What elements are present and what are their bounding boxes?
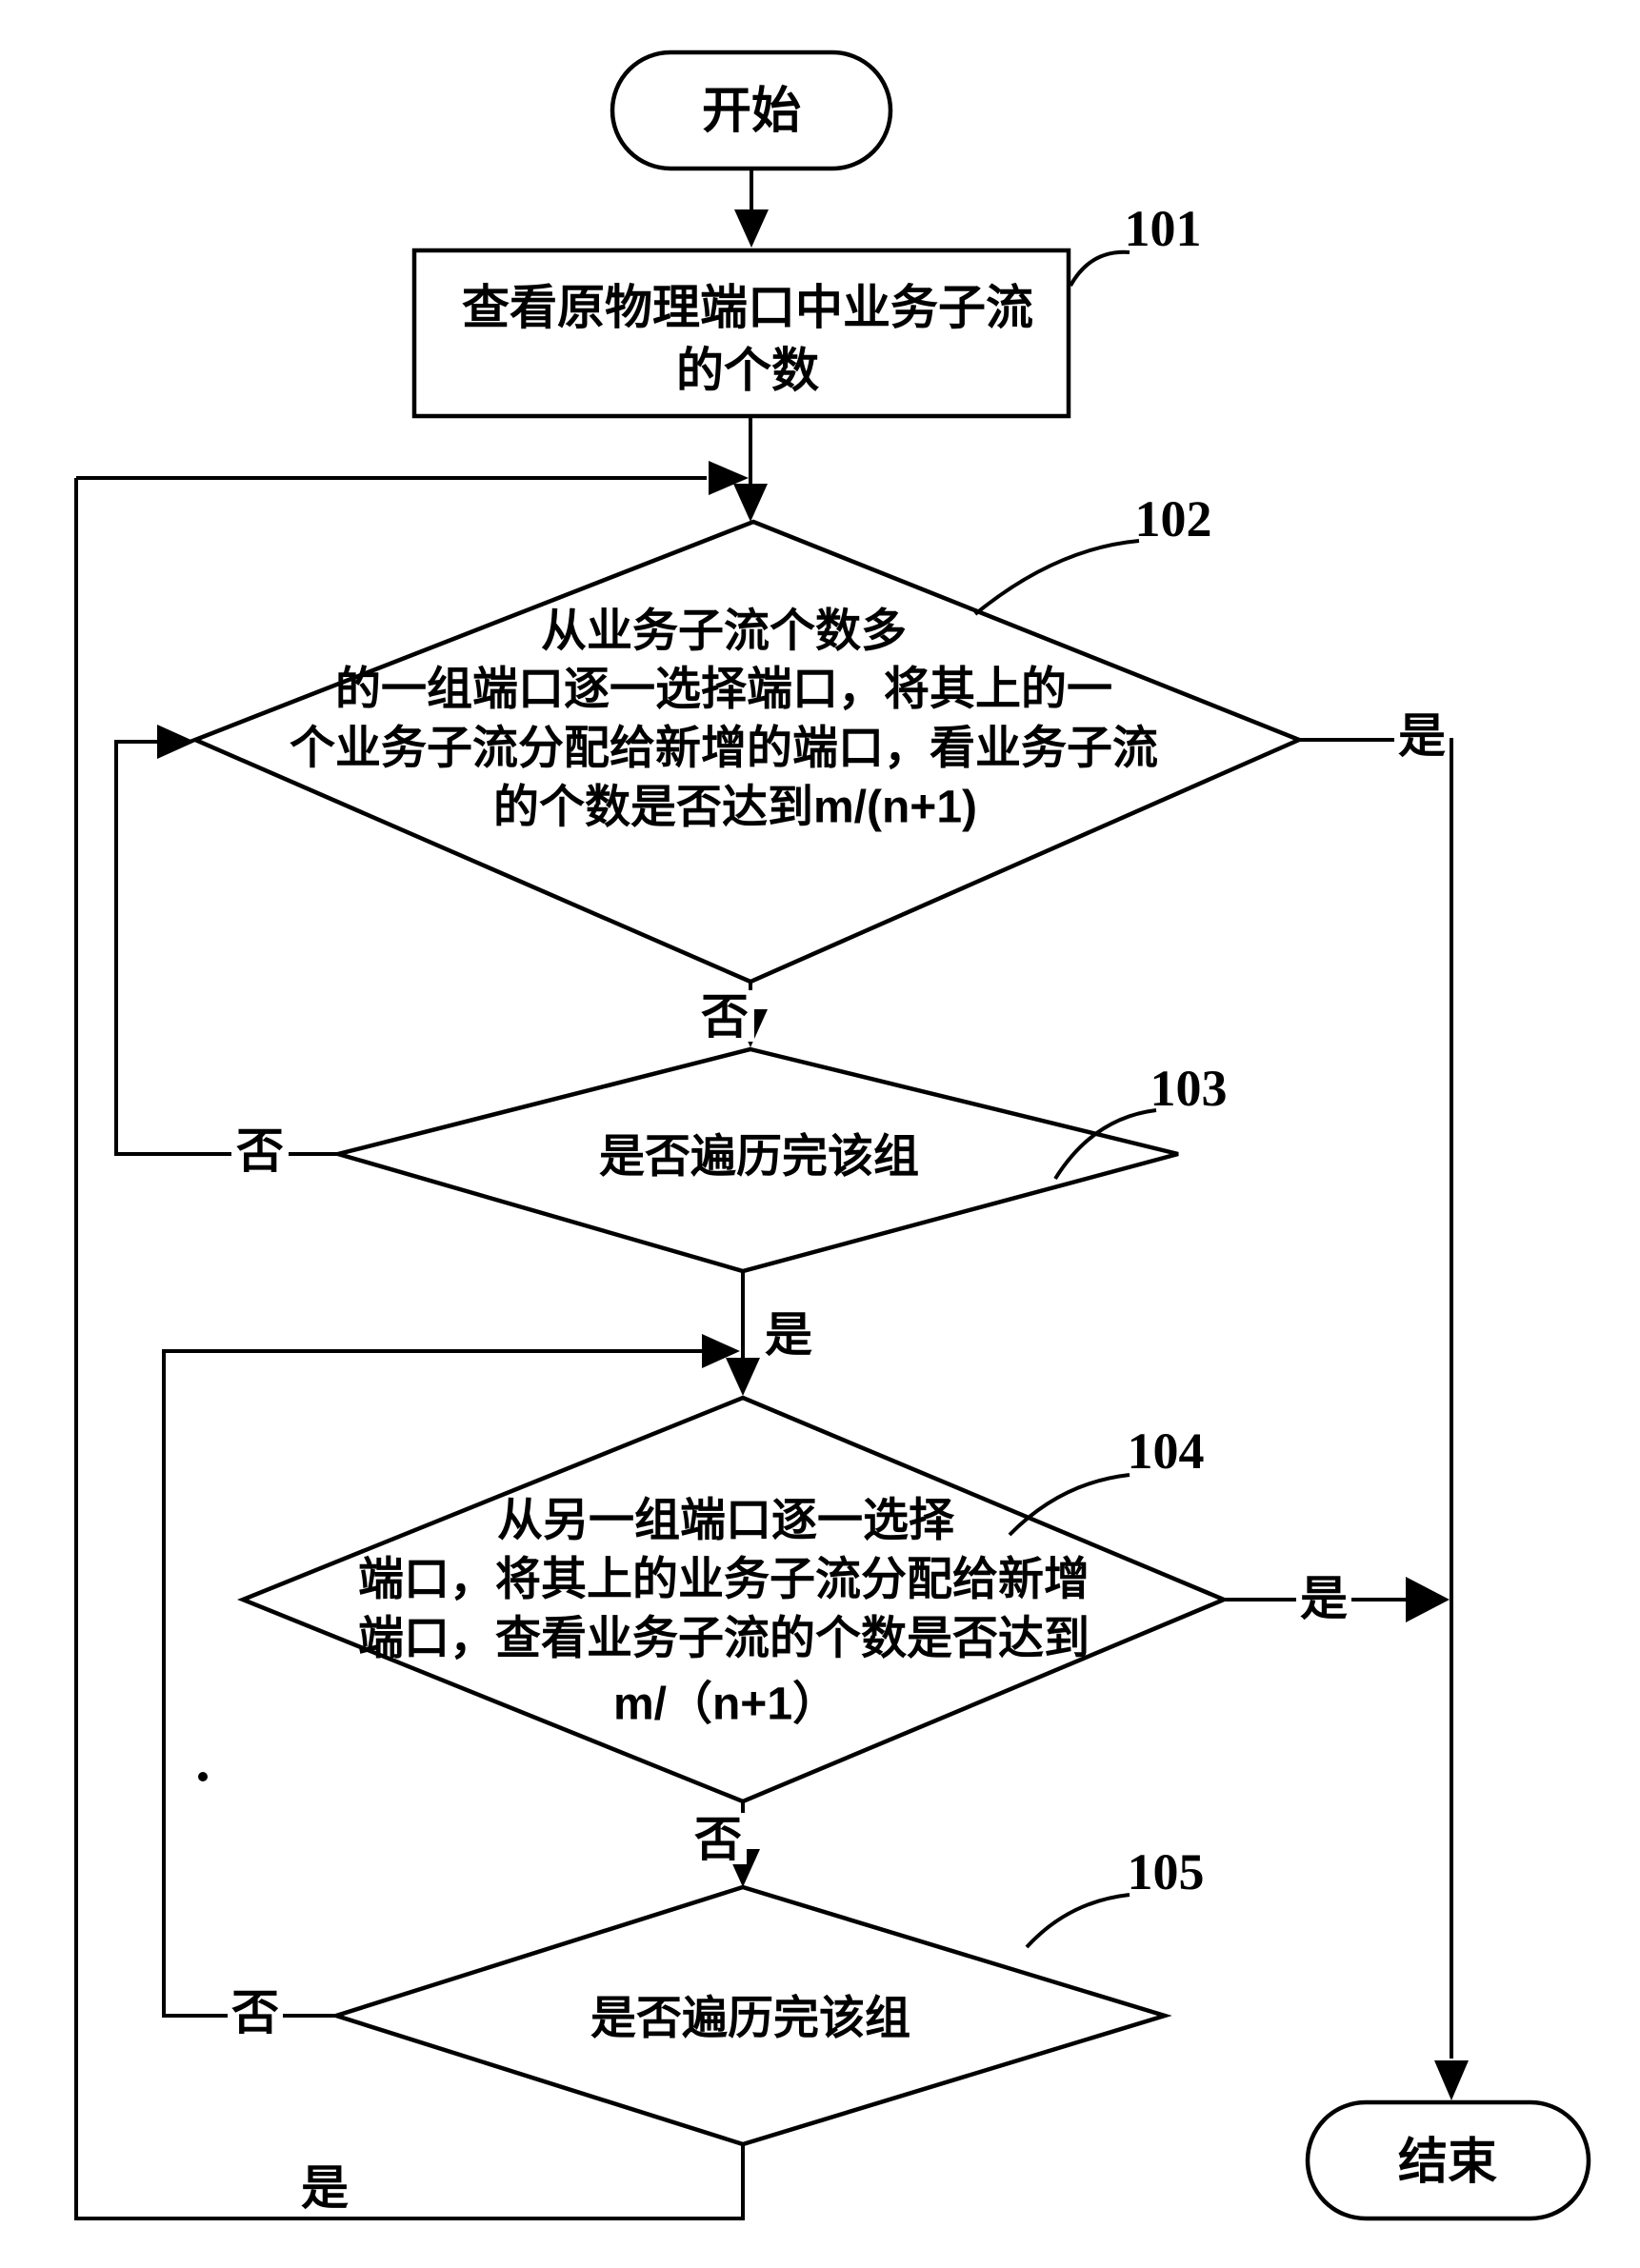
decision-105-diamond — [329, 1884, 1172, 2147]
label-mask — [690, 1813, 747, 1864]
label-mask — [231, 1124, 289, 1178]
arrow-head — [1406, 1577, 1450, 1622]
start-oval — [610, 50, 893, 171]
ref-label-105: 105 — [1128, 1843, 1205, 1900]
decision-102-line1: 从业务子流个数多 — [541, 607, 907, 657]
edge-105-no-loop: 否 — [162, 1334, 740, 2039]
arrow-head — [734, 209, 769, 248]
callout-102-line — [973, 539, 1140, 616]
decision-102-node: 从业务子流个数多 的一组端口逐一选择端口，将其上的一 个业务子流分配给新增的端口… — [190, 490, 1305, 985]
edge-label-no: 否 — [231, 1986, 279, 2039]
edge-103-no-loop: 否 — [114, 725, 338, 1178]
label-mask — [695, 990, 754, 1042]
decision-104-line4: m/（n+1） — [613, 1680, 838, 1730]
end-oval — [1305, 2099, 1591, 2221]
decision-104-line1: 从另一组端口逐一选择 — [497, 1496, 955, 1546]
arrow-head — [726, 1358, 760, 1396]
decision-104-line3: 端口，查看业务子流的个数是否达到 — [358, 1614, 1090, 1664]
decision-102-line3: 个业务子流分配给新增的端口，看业务子流 — [290, 724, 1158, 774]
edge-102-yes-to-end: 是 — [1299, 709, 1469, 2100]
edge-label-yes: 是 — [1300, 1572, 1348, 1625]
decision-104-line2: 端口，将其上的业务子流分配给新增 — [358, 1555, 1090, 1605]
ref-label-104: 104 — [1128, 1422, 1205, 1480]
decision-102-line2: 的一组端口逐一选择端口，将其上的一 — [335, 665, 1112, 715]
start-node: 开始 — [610, 50, 893, 171]
edge-line — [74, 478, 745, 2220]
decision-103-label: 是否遍历完该组 — [599, 1132, 919, 1183]
edge-start-to-101 — [734, 169, 769, 248]
edge-102-no: 否 — [695, 982, 768, 1047]
label-mask — [228, 1986, 283, 2039]
edge-label-yes: 是 — [1398, 709, 1446, 763]
decision-104-node: 从另一组端口逐一选择 端口，将其上的业务子流分配给新增 端口，查看业务子流的个数… — [236, 1395, 1230, 1804]
arrow-head — [733, 484, 768, 522]
callout-101-line — [1069, 249, 1130, 287]
start-label: 开始 — [702, 84, 801, 139]
decision-104-diamond — [236, 1395, 1230, 1804]
edge-104-no: 否 — [690, 1801, 760, 1887]
label-mask — [763, 1308, 814, 1360]
label-mask — [1296, 1571, 1351, 1624]
callout-103-line — [1053, 1108, 1157, 1181]
callout-104-line — [1008, 1473, 1130, 1537]
process-101-line1: 查看原物理端口中业务子流 — [462, 281, 1033, 334]
edge-label-no: 否 — [236, 1124, 284, 1178]
edge-line — [114, 740, 338, 1156]
ref-label-101: 101 — [1125, 200, 1202, 257]
arrow-head — [157, 725, 195, 759]
decision-102-line4: 的个数是否达到m/(n+1) — [493, 783, 977, 833]
edge-label-yes: 是 — [765, 1308, 812, 1362]
ink-dot-artifact — [198, 1772, 208, 1781]
ref-label-103: 103 — [1150, 1060, 1228, 1117]
label-mask — [298, 2160, 351, 2214]
edge-label-no: 否 — [694, 1813, 742, 1866]
decision-103-node: 是否遍历完该组 103 — [330, 1046, 1228, 1274]
arrow-head — [709, 461, 749, 495]
decision-103-diamond — [330, 1046, 1179, 1274]
arrow-head — [1434, 2060, 1469, 2100]
arrow-head — [702, 1334, 740, 1368]
end-node: 结束 — [1305, 2099, 1591, 2221]
process-101-node: 查看原物理端口中业务子流 的个数 101 — [411, 200, 1202, 419]
edge-105-yes-loop: 是 — [74, 478, 745, 2220]
edge-103-yes: 是 — [726, 1271, 814, 1396]
edge-label-yes: 是 — [301, 2161, 349, 2215]
edge-label-no: 否 — [701, 990, 749, 1044]
edge-101-to-102 — [733, 416, 768, 522]
callout-105-line — [1025, 1893, 1130, 1949]
edge-104-yes: 是 — [1224, 1571, 1450, 1625]
decision-105-node: 是否遍历完该组 105 — [329, 1843, 1205, 2147]
decision-102-diamond — [190, 519, 1305, 985]
label-mask — [1394, 709, 1450, 763]
ref-label-102: 102 — [1135, 490, 1212, 547]
edge-line — [1299, 738, 1453, 2059]
process-101-box — [411, 248, 1071, 419]
end-label: 结束 — [1398, 2135, 1497, 2190]
decision-105-label: 是否遍历完该组 — [590, 1994, 910, 2044]
edge-feedback-into-102 — [76, 461, 749, 495]
process-101-line2: 的个数 — [676, 344, 819, 397]
